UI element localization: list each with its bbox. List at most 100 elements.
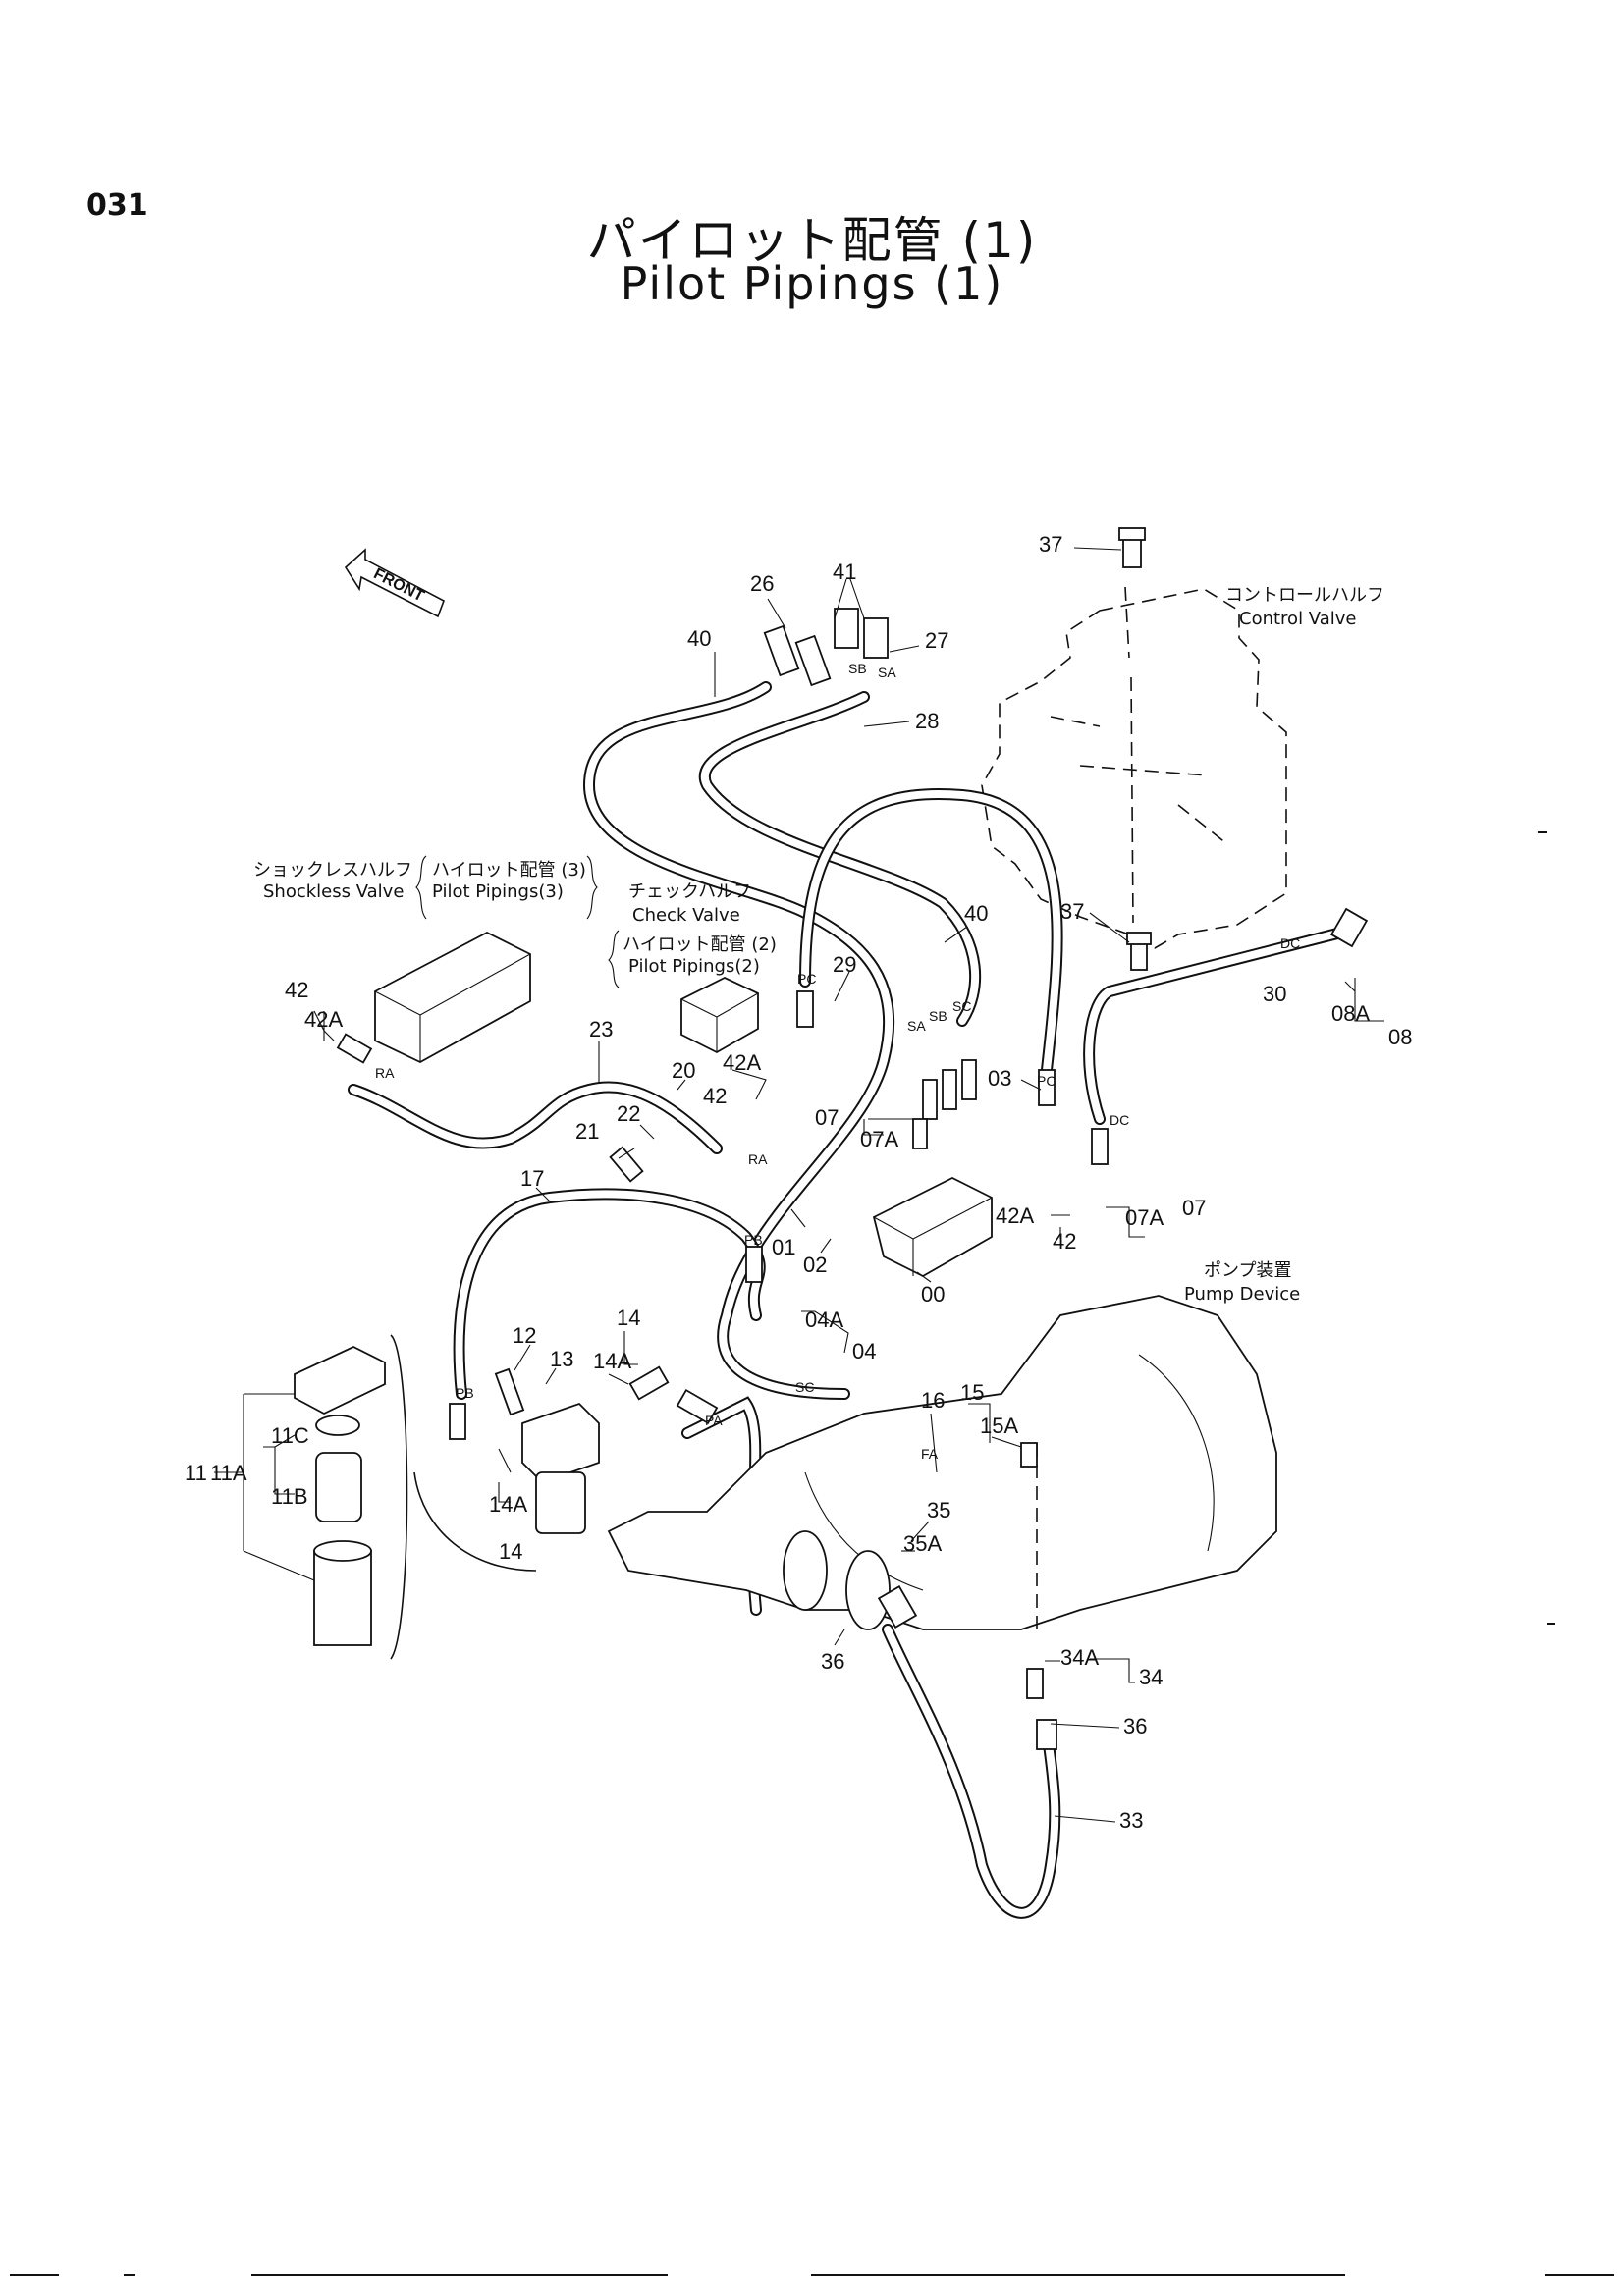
label-35: 35 (927, 1498, 950, 1522)
label-04A: 04A (805, 1308, 843, 1332)
label-03: 03 (988, 1066, 1011, 1091)
label-14A: 14A (593, 1349, 631, 1373)
filter-assembly-11 (294, 1346, 386, 1646)
pilot-pipings-2-label: Pilot Pipings(2) (628, 956, 760, 977)
label-00: 00 (921, 1282, 945, 1307)
page-number: 031 (86, 188, 148, 223)
label-28: 28 (915, 709, 939, 733)
bracket-filter (390, 1334, 537, 1660)
label-40: 40 (687, 626, 711, 651)
label-08: 08 (1388, 1025, 1412, 1049)
pilot-valve-assembly-00 (872, 1059, 993, 1278)
plug-37-bottom (1126, 932, 1152, 971)
page-title: Pilot Pipings (1) (620, 257, 1004, 310)
brace-right (586, 855, 598, 920)
label-01: 01 (772, 1235, 795, 1259)
label-13: 13 (550, 1347, 573, 1371)
port-tag: PC (797, 971, 816, 987)
port-tag: SA (907, 1018, 926, 1034)
page-title-japanese: パイロット配管 (1) (586, 212, 1038, 269)
pilot-pipings-3-label-ja: ハイロット配管 (3) (432, 860, 586, 881)
pump-device-label-ja: ポンプ装置 (1204, 1260, 1291, 1281)
label-26: 26 (750, 571, 774, 596)
leader-lines (214, 547, 1384, 1823)
label-22: 22 (617, 1101, 640, 1126)
label-07: 07 (1182, 1196, 1206, 1220)
label-40: 40 (964, 901, 988, 926)
label-34A: 34A (1060, 1645, 1099, 1670)
label-14: 14 (617, 1306, 640, 1330)
port-tag: SC (952, 998, 971, 1014)
port-tag: FA (921, 1446, 939, 1462)
label-23: 23 (589, 1017, 613, 1041)
shockless-valve (374, 931, 531, 1064)
label-42A: 42A (304, 1007, 343, 1032)
control-valve-label: Control Valve (1239, 609, 1356, 629)
label-14: 14 (499, 1539, 522, 1564)
port-tag: RA (748, 1151, 768, 1167)
label-36: 36 (821, 1649, 844, 1674)
label-42: 42 (285, 978, 308, 1002)
label-07: 07 (815, 1105, 839, 1130)
front-arrow: FRONT (344, 548, 445, 618)
brace-left (415, 855, 427, 920)
label-33: 33 (1119, 1808, 1143, 1833)
brace-check (608, 930, 620, 988)
front-arrow-label: FRONT (371, 565, 427, 605)
label-42: 42 (1053, 1229, 1076, 1254)
label-15: 15 (960, 1380, 984, 1405)
shockless-valve-label-ja: ショックレスハルフ (253, 860, 412, 881)
page-edge-marks (10, 831, 1614, 2276)
port-tag: PC (1037, 1073, 1056, 1089)
pilot-pipings-2-label-ja: ハイロット配管 (2) (623, 934, 777, 955)
shockless-valve-label: Shockless Valve (263, 881, 404, 902)
pilot-pipings-3-label: Pilot Pipings(3) (432, 881, 564, 902)
control-valve-label-ja: コントロールハルフ (1225, 585, 1384, 606)
label-11: 11 (185, 1461, 207, 1485)
label-42: 42 (703, 1084, 727, 1108)
label-08A: 08A (1331, 1001, 1370, 1026)
check-valve-label-ja: チェックハルフ (628, 881, 751, 902)
label-41: 41 (833, 560, 856, 584)
label-11B: 11B (271, 1484, 308, 1509)
label-04: 04 (852, 1339, 876, 1363)
port-tag: PB (456, 1385, 474, 1401)
label-12: 12 (513, 1323, 536, 1348)
check-valve-label: Check Valve (632, 905, 740, 926)
label-37: 37 (1039, 532, 1062, 557)
annotation-notes: コントロールハルフ Control Valve ショックレスハルフ Shockl… (253, 585, 1384, 1305)
port-tag: SC (795, 1379, 814, 1395)
label-35A: 35A (903, 1531, 942, 1556)
plug-37-top (1118, 527, 1146, 568)
port-tag: SB (929, 1008, 947, 1024)
label-20: 20 (672, 1058, 695, 1083)
label-42A: 42A (723, 1050, 761, 1075)
port-tag: SB (848, 661, 867, 676)
port-tag: DC (1110, 1112, 1129, 1128)
label-11C: 11C (271, 1423, 309, 1448)
filter-body-14 (521, 1402, 600, 1534)
label-42A: 42A (996, 1203, 1034, 1228)
port-tag: PA (705, 1413, 723, 1428)
port-tags: SB SA PC SA SB SC PC DC DC RA RA PB PB P… (375, 661, 1300, 1462)
port-tag: DC (1280, 935, 1300, 951)
port-tag: RA (375, 1065, 395, 1081)
fittings (336, 608, 1369, 1750)
label-17: 17 (520, 1166, 544, 1191)
label-21: 21 (575, 1119, 599, 1144)
label-07A: 07A (1125, 1205, 1164, 1230)
label-30: 30 (1263, 982, 1286, 1006)
pump-device-label: Pump Device (1184, 1284, 1300, 1305)
label-07A: 07A (860, 1127, 898, 1151)
label-14A: 14A (489, 1492, 527, 1517)
label-34: 34 (1139, 1665, 1163, 1689)
port-tag: PB (744, 1232, 763, 1248)
part-labels: 37 37 26 41 27 40 28 40 29 30 08A 08 03 … (185, 532, 1412, 1833)
control-valve (981, 586, 1287, 949)
label-27: 27 (925, 628, 948, 653)
label-36: 36 (1123, 1714, 1147, 1738)
label-15A: 15A (980, 1414, 1018, 1438)
label-37: 37 (1060, 899, 1084, 924)
label-11A: 11A (210, 1461, 247, 1485)
